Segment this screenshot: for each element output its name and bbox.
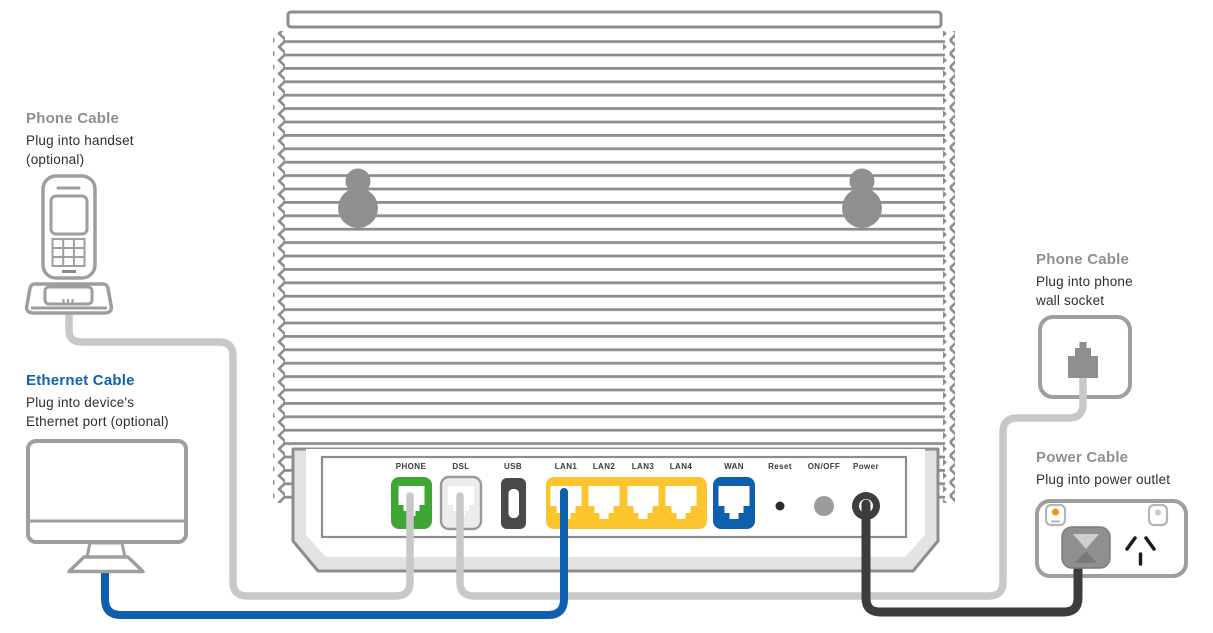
wan-port: [713, 477, 755, 529]
mount-keyhole-left: [338, 168, 378, 228]
router-left-rib-edge: [273, 31, 285, 503]
handset-note-title: Phone Cable: [26, 110, 120, 127]
router-ribbed-body: [283, 31, 945, 505]
power-outlet-note-title: Power Cable: [1036, 449, 1129, 466]
usb-port: [501, 478, 526, 529]
on-off-button: [814, 496, 834, 516]
dsl-cable: [456, 356, 1087, 600]
wall-socket-note-line: wall socket: [1036, 293, 1105, 308]
port-label-phone: PHONE: [395, 462, 427, 471]
wall-socket-note-line: Plug into phone: [1036, 274, 1133, 289]
router-illustration: [273, 10, 955, 573]
outlet-switch-left: [1044, 503, 1067, 527]
handset-note-line: Plug into handset: [26, 133, 134, 148]
monitor-neck: [85, 541, 127, 559]
handset-keypad: [51, 238, 86, 267]
port-label-lan3: LAN3: [631, 462, 655, 471]
handset-screen: [49, 194, 89, 236]
port-label-dsl: DSL: [452, 462, 470, 471]
router-right-rib-edge: [943, 31, 955, 503]
handset-illustration: [41, 174, 97, 280]
ethernet-note-line: Ethernet port (optional): [26, 414, 169, 429]
power-cable: [861, 499, 1083, 617]
outlet-pin-slots: [1125, 536, 1156, 566]
lan-ports: [546, 477, 707, 529]
port-label-power: Power: [852, 462, 880, 471]
wall-socket-jack: [1068, 342, 1098, 378]
mount-keyhole-right: [842, 168, 882, 228]
port-label-lan4: LAN4: [669, 462, 693, 471]
ethernet-note-line: Plug into device's: [26, 395, 135, 410]
port-label-onoff: ON/OFF: [807, 462, 841, 471]
wall-socket-note-title: Phone Cable: [1036, 251, 1130, 268]
ethernet-cable: [101, 488, 568, 619]
port-label-reset: Reset: [768, 462, 792, 471]
port-label-lan2: LAN2: [592, 462, 616, 471]
port-label-usb: USB: [503, 462, 523, 471]
power-outlet-illustration: [1035, 499, 1188, 578]
phone-cable: [65, 306, 414, 600]
port-label-wan: WAN: [724, 462, 744, 471]
handset-note: Phone Cable Plug into handset (optional): [26, 110, 134, 169]
reset-button: [775, 501, 785, 511]
monitor-illustration: [26, 439, 188, 574]
router-top-cap: [286, 10, 943, 29]
dock-contacts: [62, 299, 74, 304]
handset-dock: [24, 282, 114, 315]
port-label-lan1: LAN1: [554, 462, 578, 471]
power-outlet-note: Power Cable Plug into power outlet: [1036, 449, 1170, 489]
wall-socket-note: Phone Cable Plug into phone wall socket: [1036, 251, 1133, 310]
outlet-switch-right: [1147, 503, 1169, 527]
ethernet-note: Ethernet Cable Plug into device's Ethern…: [26, 372, 169, 431]
ethernet-note-title: Ethernet Cable: [26, 372, 135, 389]
power-plug: [1061, 526, 1111, 569]
monitor-stand: [67, 555, 145, 574]
power-outlet-note-line: Plug into power outlet: [1036, 472, 1171, 487]
handset-note-line: (optional): [26, 152, 85, 167]
